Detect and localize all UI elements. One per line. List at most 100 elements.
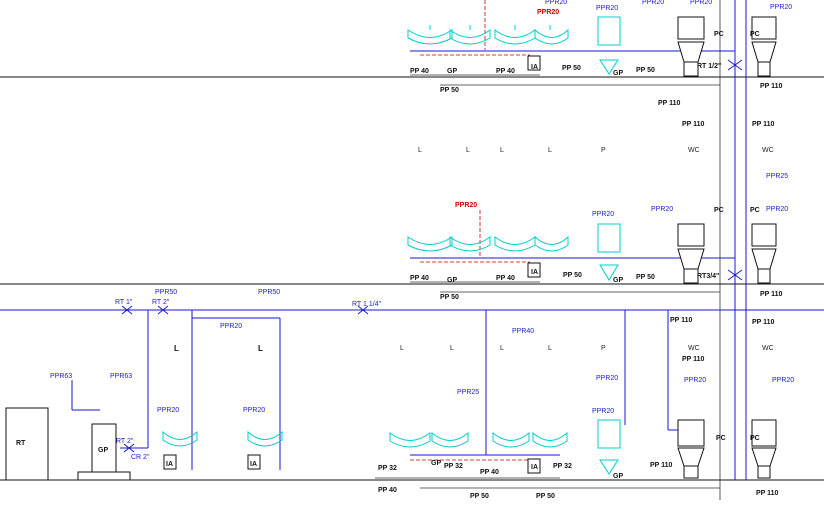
svg-text:PC: PC bbox=[716, 435, 726, 442]
ia-box bbox=[527, 458, 541, 474]
valves bbox=[121, 59, 743, 453]
svg-text:L: L bbox=[548, 345, 552, 352]
washbasin bbox=[162, 430, 198, 447]
svg-text:PP 40: PP 40 bbox=[496, 275, 515, 282]
svg-text:WC: WC bbox=[688, 345, 700, 352]
svg-text:RT: RT bbox=[16, 440, 26, 447]
svg-text:PP 32: PP 32 bbox=[444, 463, 463, 470]
svg-text:GP: GP bbox=[98, 447, 108, 454]
ia-box bbox=[163, 454, 177, 470]
svg-text:PP 110: PP 110 bbox=[650, 462, 673, 469]
svg-text:PPR50: PPR50 bbox=[258, 289, 280, 296]
svg-text:IA: IA bbox=[166, 461, 173, 468]
svg-text:PP 32: PP 32 bbox=[553, 463, 572, 470]
svg-text:L: L bbox=[466, 147, 470, 154]
svg-text:PPR20: PPR20 bbox=[243, 407, 265, 414]
svg-text:PPR20: PPR20 bbox=[455, 202, 477, 209]
svg-text:PPR20: PPR20 bbox=[766, 206, 788, 213]
svg-text:PPR20: PPR20 bbox=[651, 206, 673, 213]
washbasin bbox=[407, 236, 453, 252]
svg-text:IA: IA bbox=[250, 461, 257, 468]
equipment bbox=[5, 55, 541, 481]
svg-text:PPR20: PPR20 bbox=[220, 323, 242, 330]
wc-tank bbox=[677, 16, 705, 40]
svg-text:P: P bbox=[601, 345, 606, 352]
washbasin bbox=[449, 25, 491, 45]
svg-text:PP 110: PP 110 bbox=[682, 121, 705, 128]
svg-text:L: L bbox=[174, 344, 179, 353]
rt-tank bbox=[5, 407, 49, 481]
washbasin bbox=[532, 431, 568, 448]
svg-text:PP 110: PP 110 bbox=[760, 83, 783, 90]
svg-text:PP 110: PP 110 bbox=[752, 121, 775, 128]
floor-lines bbox=[0, 76, 824, 481]
wc-tank bbox=[751, 16, 777, 40]
hot-water-pipes bbox=[410, 0, 530, 461]
svg-text:PP 50: PP 50 bbox=[563, 272, 582, 279]
svg-text:PPR25: PPR25 bbox=[457, 389, 479, 396]
wc-tank bbox=[751, 419, 777, 447]
washbasin bbox=[449, 236, 491, 252]
svg-text:PPR20: PPR20 bbox=[545, 0, 567, 6]
ia-box bbox=[247, 454, 261, 470]
svg-text:PPR20: PPR20 bbox=[684, 377, 706, 384]
svg-text:L: L bbox=[450, 345, 454, 352]
washbasin bbox=[494, 25, 536, 45]
svg-text:PP 50: PP 50 bbox=[562, 65, 581, 72]
svg-text:PPR20: PPR20 bbox=[157, 407, 179, 414]
svg-text:L: L bbox=[400, 345, 404, 352]
washbasin bbox=[389, 432, 431, 448]
svg-text:PP 110: PP 110 bbox=[658, 100, 681, 107]
fixtures bbox=[162, 16, 621, 475]
svg-text:PP 50: PP 50 bbox=[636, 274, 655, 281]
svg-text:PP 110: PP 110 bbox=[752, 319, 775, 326]
shower bbox=[597, 419, 621, 449]
svg-text:PC: PC bbox=[714, 31, 724, 38]
svg-text:GP: GP bbox=[613, 473, 623, 480]
washbasin bbox=[494, 236, 536, 252]
ia-box bbox=[527, 262, 541, 278]
svg-text:PPR20: PPR20 bbox=[690, 0, 712, 6]
svg-text:PPR50: PPR50 bbox=[155, 289, 177, 296]
washbasin bbox=[247, 430, 283, 447]
svg-text:PPR20: PPR20 bbox=[592, 408, 614, 415]
svg-text:WC: WC bbox=[762, 147, 774, 154]
svg-text:GP: GP bbox=[431, 460, 441, 467]
svg-text:PPR20: PPR20 bbox=[592, 211, 614, 218]
svg-text:RT 1": RT 1" bbox=[115, 299, 133, 306]
svg-text:PC: PC bbox=[750, 31, 760, 38]
svg-text:L: L bbox=[548, 147, 552, 154]
svg-text:PPR40: PPR40 bbox=[512, 328, 534, 335]
svg-text:L: L bbox=[500, 147, 504, 154]
water-supply-pipes bbox=[0, 0, 824, 480]
svg-text:CR 2": CR 2" bbox=[131, 454, 150, 461]
svg-text:RT 2": RT 2" bbox=[152, 299, 170, 306]
shower bbox=[597, 223, 621, 253]
svg-text:PP 32: PP 32 bbox=[378, 465, 397, 472]
svg-text:GP: GP bbox=[447, 277, 457, 284]
svg-text:PP 110: PP 110 bbox=[670, 317, 693, 324]
svg-text:P: P bbox=[601, 147, 606, 154]
svg-text:RT 1/2": RT 1/2" bbox=[697, 63, 721, 70]
wc-fixtures bbox=[677, 16, 777, 479]
svg-text:PP 40: PP 40 bbox=[496, 68, 515, 75]
svg-text:IA: IA bbox=[531, 269, 538, 276]
wc-tank bbox=[751, 223, 777, 247]
svg-text:PPR25: PPR25 bbox=[766, 173, 788, 180]
svg-text:RT 1 1/4": RT 1 1/4" bbox=[352, 301, 382, 308]
wc-tank bbox=[677, 223, 705, 247]
svg-text:IA: IA bbox=[531, 64, 538, 71]
svg-text:L: L bbox=[418, 147, 422, 154]
washbasin bbox=[534, 235, 569, 252]
svg-text:PC: PC bbox=[750, 435, 760, 442]
svg-text:RT 2": RT 2" bbox=[116, 438, 134, 445]
svg-text:PP 50: PP 50 bbox=[536, 493, 555, 500]
svg-text:PPR63: PPR63 bbox=[50, 373, 72, 380]
svg-text:PP 110: PP 110 bbox=[760, 291, 783, 298]
svg-text:GP: GP bbox=[613, 70, 623, 77]
washbasin bbox=[492, 431, 530, 448]
svg-text:PPR20: PPR20 bbox=[772, 377, 794, 384]
svg-text:PPR20: PPR20 bbox=[596, 5, 618, 12]
svg-text:GP: GP bbox=[613, 277, 623, 284]
